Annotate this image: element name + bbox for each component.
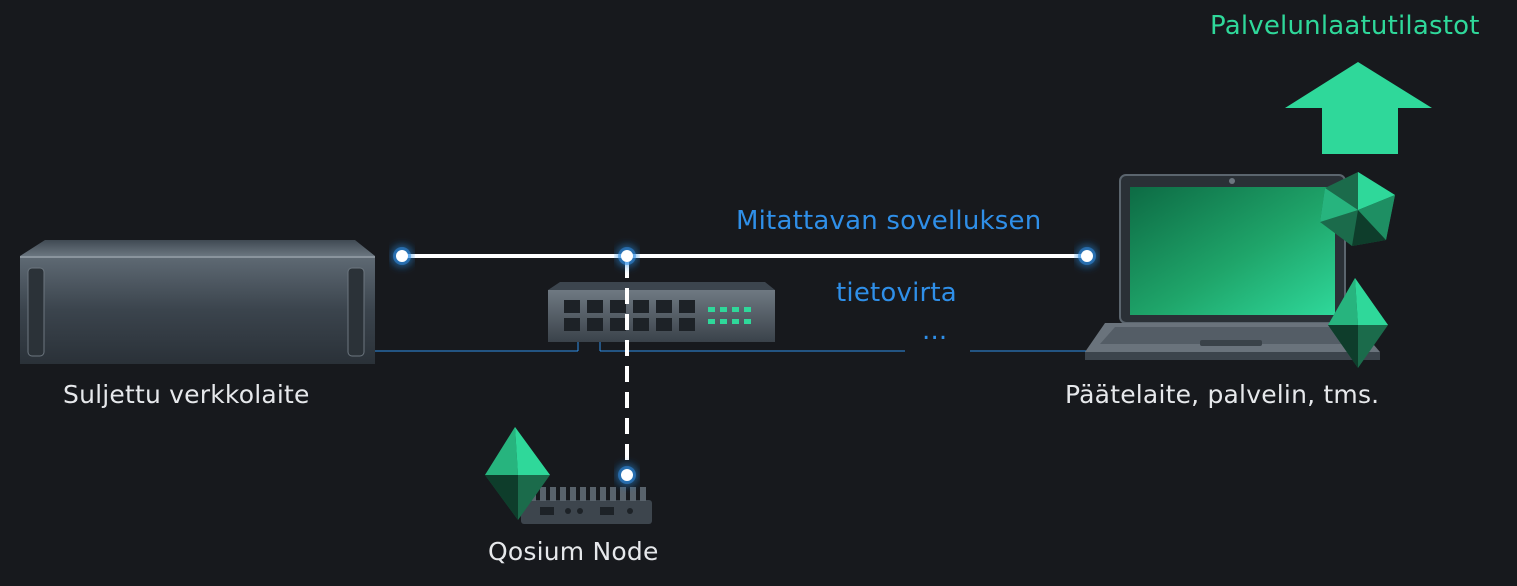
arrow-up-icon <box>1285 62 1432 154</box>
network-switch-icon <box>548 282 775 342</box>
closed-device-label: Suljettu verkkolaite <box>63 380 310 409</box>
node-label: Qosium Node <box>488 537 659 566</box>
stream-label-line1: Mitattavan sovelluksen <box>736 206 1042 236</box>
qos-stats-label: Palvelunlaatutilastot <box>1210 11 1480 41</box>
rack-server-icon <box>20 240 375 364</box>
connection-lines <box>375 334 1088 352</box>
qosium-crystal-icon <box>1320 172 1395 246</box>
laptop-icon <box>1085 174 1380 360</box>
qosium-crystal-icon <box>485 427 550 520</box>
ellipsis-label: ... <box>922 316 948 346</box>
qosium-crystal-icon <box>1328 278 1388 368</box>
qosium-node-box-icon <box>521 487 652 524</box>
endpoint-label: Päätelaite, palvelin, tms. <box>1065 380 1380 409</box>
stream-label-line2: tietovirta <box>836 278 957 308</box>
stream-endpoint-dots <box>393 247 1096 484</box>
